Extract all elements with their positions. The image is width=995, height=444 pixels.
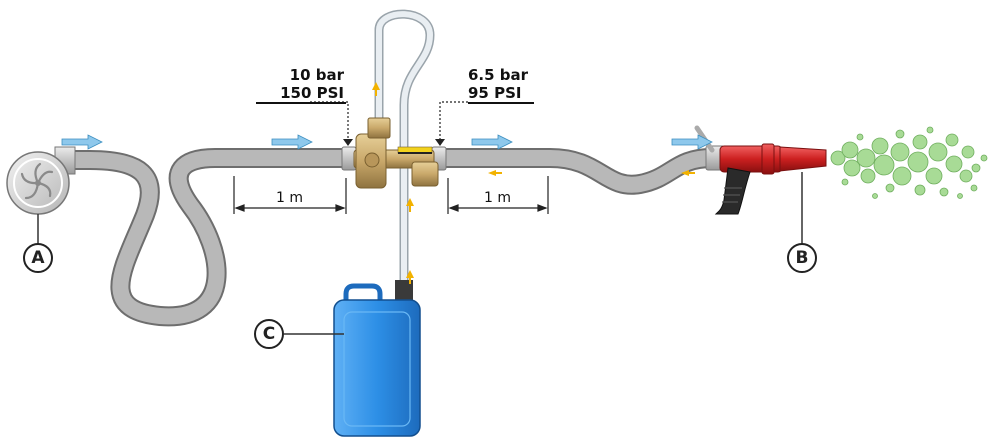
flow-direction-arrows [61, 134, 713, 150]
marker-c: C [254, 319, 284, 349]
foam-nozzle [694, 125, 827, 215]
dimension-lines [233, 176, 549, 214]
inlet-pressure-label: 10 bar 150 PSI [252, 66, 344, 102]
inlet-pressure-psi: 150 PSI [280, 84, 344, 102]
outlet-pressure-psi: 95 PSI [468, 84, 522, 102]
inlet-pressure-bar: 10 bar [289, 66, 344, 84]
foam-spray [830, 126, 988, 199]
marker-leaders [37, 172, 803, 335]
marker-a: A [23, 243, 53, 273]
outlet-pressure-pointer [435, 139, 445, 146]
supply-hose [70, 148, 350, 327]
marker-b: B [787, 243, 817, 273]
inlet-pressure-underline [256, 102, 346, 104]
discharge-hose [440, 148, 713, 195]
upstream-distance-label: 1 m [276, 190, 303, 206]
outlet-pressure-label: 6.5 bar 95 PSI [468, 66, 568, 102]
foam-concentrate-canister [333, 280, 421, 437]
pickup-tube [374, 9, 435, 288]
outlet-pressure-bar: 6.5 bar [468, 66, 529, 84]
downstream-distance-label: 1 m [484, 190, 511, 206]
inline-foam-injector [341, 117, 447, 189]
concentrate-flow-arrows [372, 82, 695, 284]
inlet-pressure-pointer [343, 139, 353, 146]
pump-icon [6, 146, 76, 215]
outlet-pressure-underline [468, 102, 534, 104]
